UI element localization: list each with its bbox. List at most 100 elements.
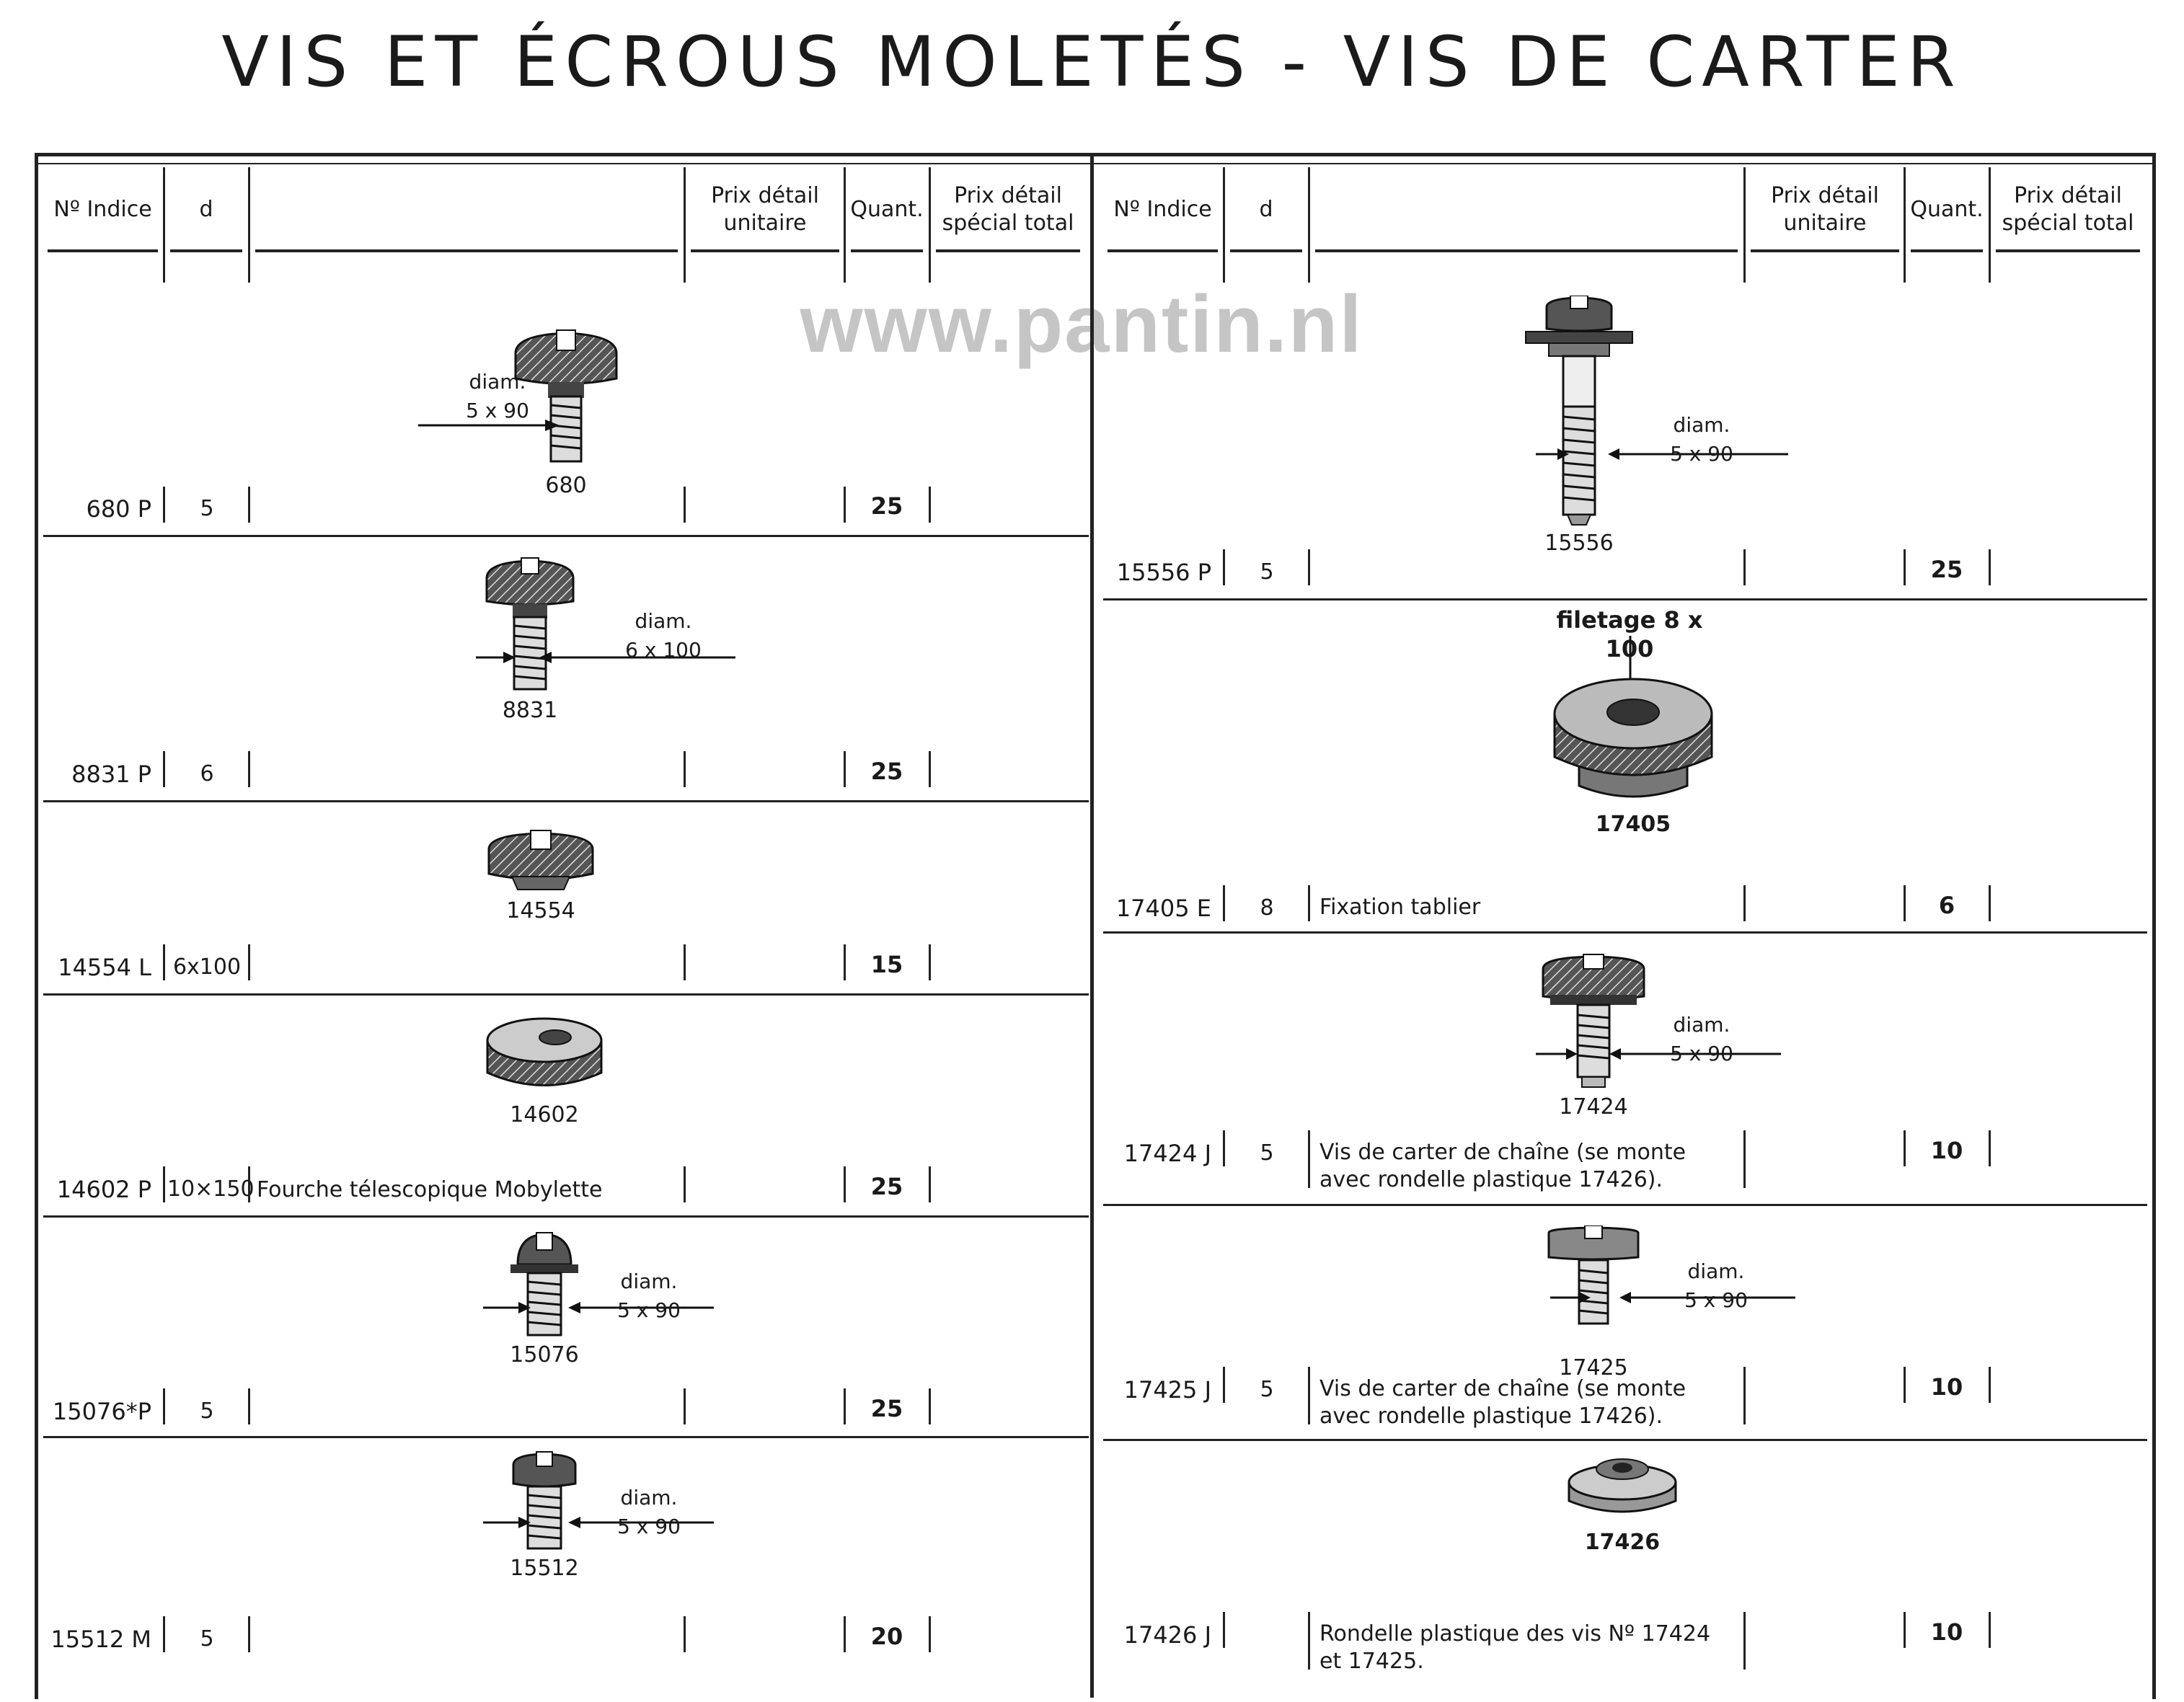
figure-number: 17425	[1559, 1355, 1628, 1380]
column-tick	[1743, 885, 1746, 921]
table-row: 15076 diam.5 x 90 15076*P 5 25	[43, 1215, 1089, 1438]
column-tick	[1904, 1612, 1906, 1648]
description-cell: Fixation tablier	[1319, 895, 1481, 920]
knurled-ring-nut-icon	[486, 1017, 603, 1086]
column-tick	[844, 1616, 846, 1652]
column-tick	[163, 751, 165, 787]
header-divider	[1743, 167, 1746, 283]
column-tick	[929, 1166, 931, 1202]
column-tick	[248, 751, 250, 787]
d-cell: 8	[1260, 895, 1274, 921]
figure-15512: 15512	[505, 1450, 584, 1581]
indice-cell: 8831 P	[71, 761, 151, 788]
quant-cell: 25	[1930, 556, 1963, 583]
diameter-label: diam.5 x 90	[617, 1269, 681, 1322]
indice-cell: 680 P	[86, 495, 151, 523]
indice-cell: 15556 P	[1116, 559, 1211, 586]
column-tick	[844, 944, 846, 980]
column-tick	[929, 944, 931, 980]
d-cell: 5	[200, 1626, 214, 1652]
column-tick	[163, 944, 165, 980]
figure-number: 8831	[502, 698, 558, 723]
column-tick	[929, 1388, 931, 1424]
indice-cell: 15076*P	[52, 1398, 151, 1425]
indice-cell: 17424 J	[1123, 1140, 1211, 1167]
quant-cell: 25	[870, 1395, 903, 1422]
diameter-arrow-icon	[1536, 1048, 1781, 1060]
d-cell: 5	[1260, 1377, 1274, 1402]
table-row: 17426 17426 J Rondelle plastique des vis…	[1103, 1439, 2147, 1681]
indice-cell: 17426 J	[1123, 1621, 1211, 1649]
column-tick	[929, 751, 931, 787]
diameter-label: diam.5 x 90	[617, 1486, 681, 1538]
column-tick	[163, 1388, 165, 1424]
quant-cell: 25	[870, 758, 903, 785]
table-row: 15512 diam.5 x 90 15512 M 5 20	[43, 1436, 1089, 1681]
column-tick	[163, 487, 165, 523]
column-tick	[248, 1388, 250, 1424]
column-tick	[1989, 885, 1991, 921]
header-d: d	[1226, 167, 1307, 252]
thread-label: filetage 8 x 100	[1556, 606, 1703, 662]
column-tick	[1223, 1612, 1225, 1648]
knurled-nut-icon	[487, 830, 594, 890]
header-prix-unitaire: Prix détail unitaire	[686, 167, 844, 252]
column-tick	[1743, 1367, 1746, 1424]
quant-cell: 10	[1930, 1373, 1963, 1401]
diameter-arrow-icon	[418, 420, 560, 431]
column-tick	[844, 1166, 846, 1202]
column-tick	[248, 1616, 250, 1652]
diameter-label: diam.5 x 90	[466, 370, 529, 422]
indice-cell: 14602 P	[56, 1176, 151, 1203]
quant-cell: 25	[870, 492, 903, 520]
column-tick	[1223, 1367, 1225, 1403]
header-divider	[1308, 167, 1310, 283]
header-divider	[163, 167, 165, 283]
column-tick	[684, 944, 686, 980]
column-tick	[1989, 1130, 1991, 1166]
description-cell: Fourche télescopique Mobylette	[257, 1177, 603, 1202]
column-tick	[1904, 549, 1906, 585]
left-table-header: Nº Indice d Prix détail unitaire Quant. …	[43, 167, 1089, 252]
diameter-arrow-icon	[476, 652, 735, 663]
header-prix-special: Prix détail spécial total	[932, 167, 1084, 252]
table-row: 17424 diam.5 x 90 17424 J 5 Vis de carte…	[1103, 931, 2147, 1206]
column-tick	[1989, 1367, 1991, 1403]
column-tick	[684, 1388, 686, 1424]
table-row: 17425 diam.5 x 90 17425 J 5 Vis de carte…	[1103, 1204, 2147, 1441]
column-tick	[1989, 549, 1991, 585]
column-tick	[1223, 885, 1225, 921]
table-frame-inner-line	[35, 163, 2156, 164]
quant-cell: 15	[870, 951, 903, 978]
figure-number: 17426	[1584, 1530, 1661, 1555]
column-tick	[1308, 1612, 1310, 1670]
d-cell: 10×150	[167, 1176, 255, 1202]
d-cell: 5	[1260, 559, 1274, 585]
chain-case-screw-icon	[1547, 1225, 1640, 1325]
column-tick	[1308, 1367, 1310, 1424]
diameter-arrow-icon	[483, 1302, 714, 1313]
figure-15556: 15556	[1521, 296, 1637, 556]
column-tick	[1989, 1612, 1991, 1648]
table-row: 14602 14602 P 10×150 Fourche télescopiqu…	[43, 993, 1089, 1218]
column-tick	[684, 1166, 686, 1202]
table-row: 680 diam.5 x 90 680 P 5 25	[43, 252, 1089, 537]
header-d: d	[166, 167, 247, 252]
column-tick	[1904, 885, 1906, 921]
table-row: 14554 14554 L 6x100 15	[43, 800, 1089, 996]
figure-number: 14554	[506, 898, 575, 923]
slotted-screw-icon	[485, 557, 575, 691]
column-tick	[248, 487, 250, 523]
figure-14554: 14554	[483, 829, 598, 923]
header-indice: Nº Indice	[1103, 167, 1222, 252]
chain-case-screw-icon	[1542, 954, 1645, 1088]
diameter-label: diam.5 x 90	[1684, 1259, 1748, 1312]
column-tick	[1743, 1130, 1746, 1188]
header-quant: Quant.	[846, 167, 927, 252]
figure-17426: 17426	[1565, 1453, 1680, 1555]
column-tick	[1308, 885, 1310, 921]
figure-number: 15512	[510, 1556, 579, 1581]
knurled-screw-icon	[514, 329, 618, 463]
figure-17405: 17405	[1550, 670, 1716, 837]
